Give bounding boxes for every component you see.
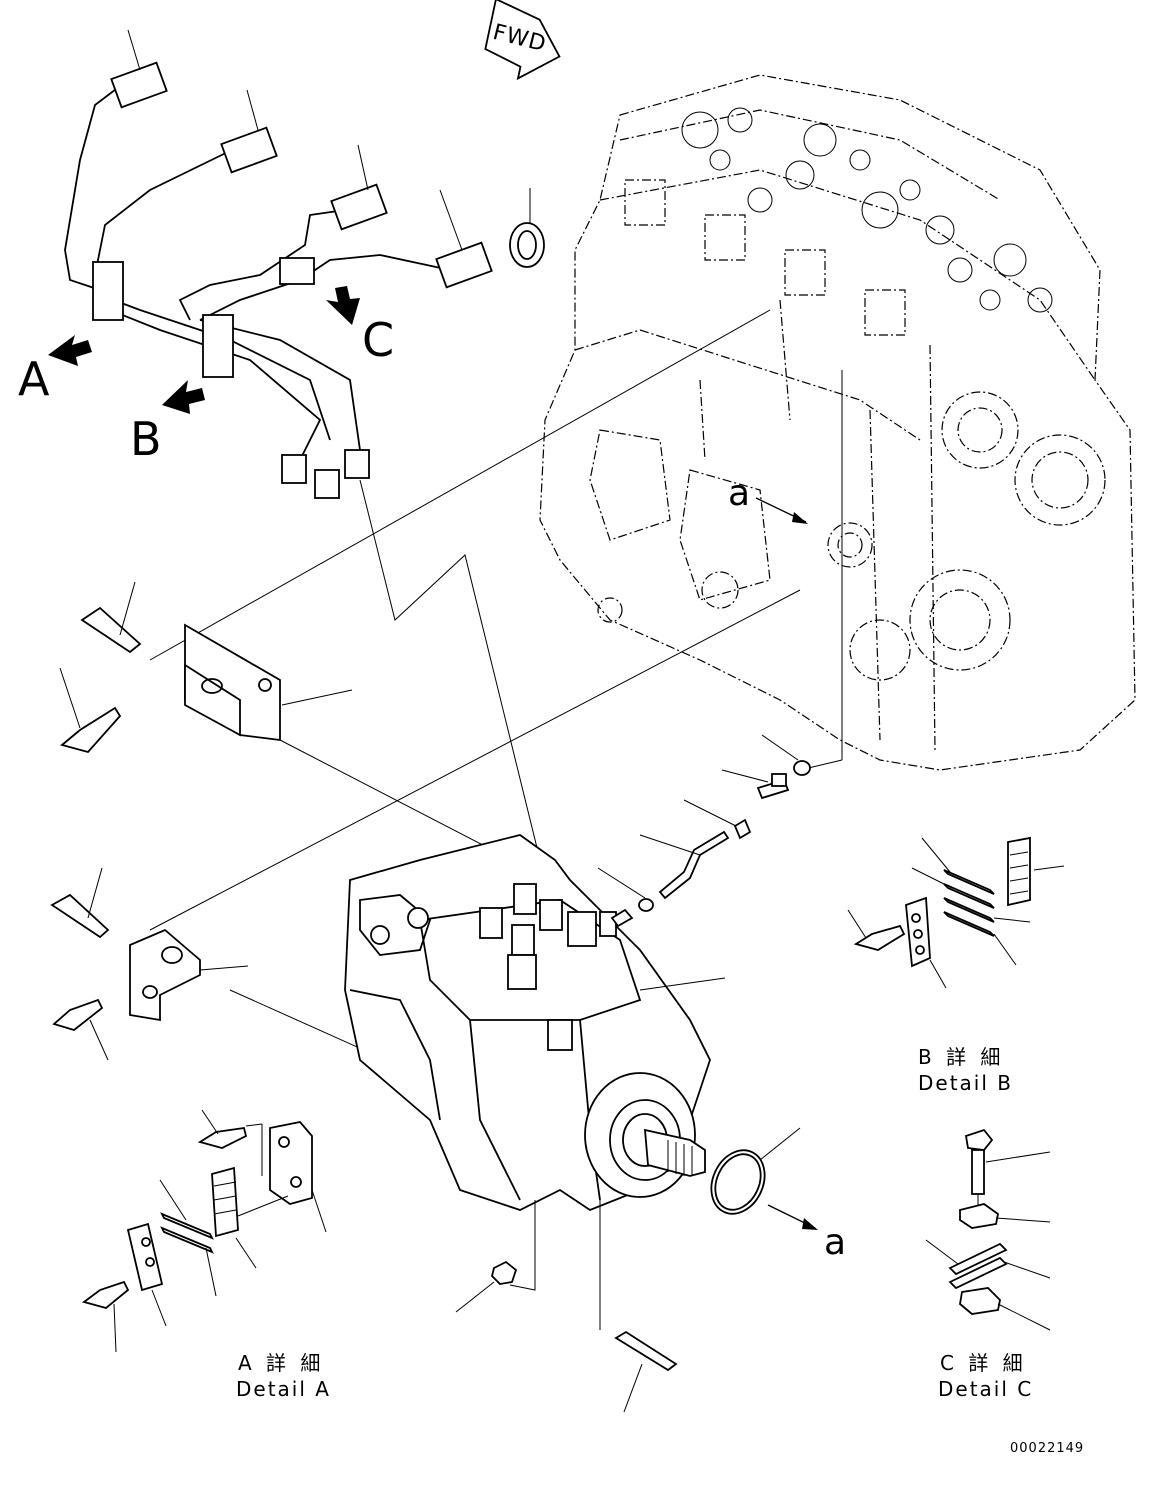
injection-pipes — [64, 29, 545, 499]
o-ring — [710, 1127, 801, 1215]
a-upper-label: a — [728, 473, 750, 514]
view-arrow-c: C — [326, 286, 394, 367]
marker-a-upper: a — [728, 473, 808, 524]
return-line-parts — [597, 734, 811, 928]
view-a-label: A — [18, 352, 50, 406]
engine-block — [539, 74, 1136, 771]
view-b-label: B — [130, 412, 162, 466]
injection-pump — [344, 834, 726, 1212]
drawing-number: 00022149 — [1010, 1441, 1084, 1456]
nozzle-sleeve — [509, 222, 545, 268]
view-c-label: C — [362, 313, 394, 367]
pump-nut — [455, 1200, 536, 1313]
detail-a-jp: A 詳 細 — [238, 1351, 324, 1375]
bolt-3 — [50, 867, 110, 939]
detail-a: A 詳 細 Detail A — [81, 1109, 331, 1401]
pump-stud — [599, 1200, 678, 1413]
bracket-mid — [129, 928, 249, 1022]
detail-b-jp: B 詳 細 — [918, 1045, 1004, 1069]
a-lower-label: a — [824, 1222, 846, 1263]
bolt-1 — [80, 581, 142, 654]
detail-b: B 詳 細 Detail B — [847, 836, 1065, 1095]
bolt-2 — [59, 667, 122, 754]
detail-b-en: Detail B — [918, 1071, 1013, 1095]
view-arrow-b: B — [130, 380, 205, 466]
bolt-4 — [52, 998, 109, 1061]
detail-a-en: Detail A — [236, 1377, 331, 1401]
detail-c-en: Detail C — [938, 1377, 1033, 1401]
detail-c: C 詳 細 Detail C — [925, 1128, 1051, 1401]
marker-a-lower: a — [767, 1204, 846, 1263]
bracket-upper — [184, 623, 353, 742]
detail-c-jp: C 詳 細 — [940, 1351, 1027, 1375]
fwd-arrow: FWD — [484, 0, 561, 81]
view-arrow-a: A — [18, 335, 92, 406]
